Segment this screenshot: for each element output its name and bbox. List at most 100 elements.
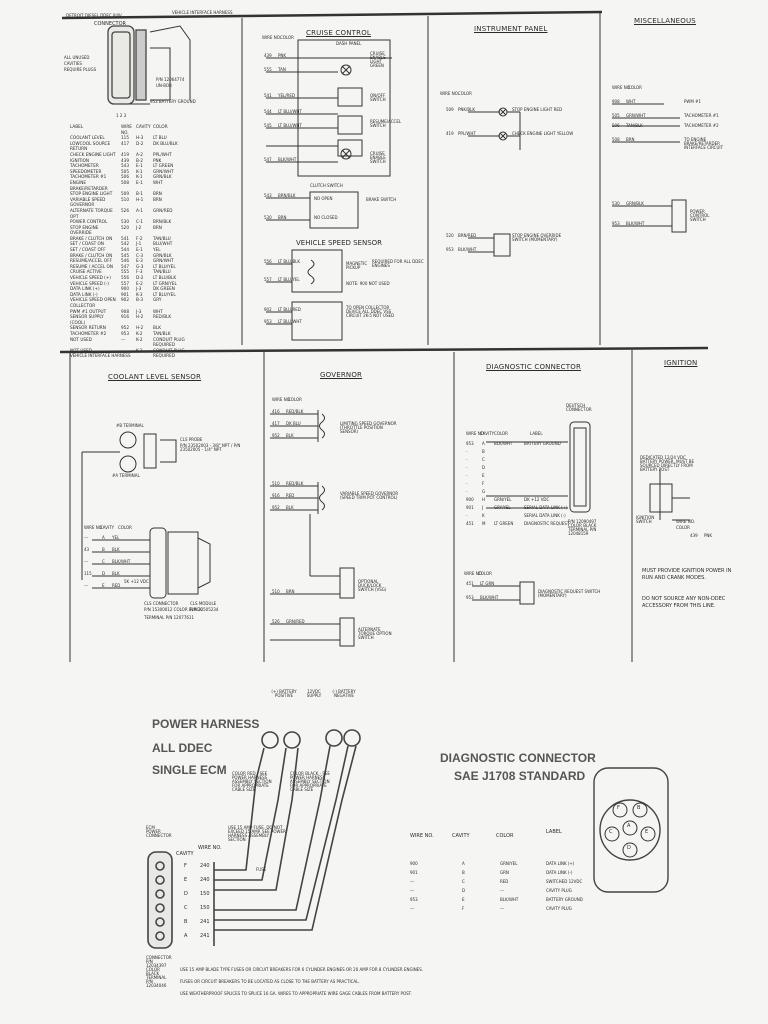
fuse-note: USE 15 AMP FUSE. DO NOT EXCEED 15 AMP. S… — [228, 825, 286, 842]
ph-row-cavity: A — [184, 933, 188, 939]
j1708-row-color: RED — [500, 879, 509, 884]
gov-col-wire: WIRE NO. — [272, 397, 291, 402]
row-cavity: F-2 — [136, 235, 143, 241]
j1708-col-wire: WIRE NO. — [410, 833, 434, 839]
j1708-title-2: SAE J1708 STANDARD — [454, 769, 586, 783]
gov-wire-color: RED/BLK — [286, 409, 304, 414]
row-cavity: E-3 — [136, 258, 143, 264]
row-cavity: J-2 — [136, 224, 142, 230]
cc-wire-no: 555 — [264, 67, 272, 72]
row-wire: 506 — [121, 174, 129, 180]
j1708-title-1: DIAGNOSTIC CONNECTOR — [440, 751, 596, 765]
row-label: NOT USED — [70, 336, 92, 342]
diag-row-cavity: G — [482, 489, 486, 494]
vss-wire-color: LT BLU/BLK — [278, 259, 301, 264]
gov-wire-no: 526 — [272, 619, 280, 624]
ph-row-cavity: D — [184, 891, 188, 897]
misc-col-wire: WIRE NO. — [612, 85, 631, 90]
ph-row-cavity: F — [184, 863, 187, 869]
gov-wire-no: 510 — [272, 481, 280, 486]
diag-row-cavity: D — [482, 465, 486, 470]
row-color: LT BLU/BLK — [153, 275, 177, 281]
diag-row-wire: 901 — [466, 505, 474, 510]
diag-col-header: WIRE NO. — [466, 431, 485, 436]
row-wire: 542 — [121, 241, 129, 247]
connector-code-1: P/N 12064774 — [156, 77, 185, 82]
j1708-pin-letter: C — [609, 829, 613, 835]
row-color: RED/BLK — [153, 314, 172, 320]
row-wire: 953 — [121, 330, 129, 336]
diag-row-cavity: A — [482, 441, 485, 446]
cls-wire-no: 115 — [84, 571, 92, 576]
row-cavity: B-1 — [136, 191, 144, 197]
cls-wire-cavity: D — [102, 571, 106, 576]
cc-switch-2: ON/OFF SWITCH — [370, 93, 386, 102]
ip-wire-no: 419 — [446, 131, 454, 136]
gov-sensor-1: LIMITING SPEED GOVERNOR (THROTTLE POSITI… — [340, 421, 397, 434]
row-label: NOT USED — [70, 347, 92, 353]
row-cavity: A-2 — [136, 151, 143, 157]
j1708-row-color: GRN — [500, 870, 509, 875]
diag-row-wire: 900 — [466, 497, 474, 502]
row-wire: 541 — [121, 235, 129, 241]
cls-connector-pn: P/N 15300012 COLOR BLACK — [144, 607, 203, 612]
j1708-row-wire: --- — [410, 888, 415, 893]
row-color: GRN/WHT — [153, 258, 174, 264]
row-label: SENSOR SUPPLY (COOL) — [70, 314, 104, 325]
row-cavity: H-2 — [136, 314, 144, 320]
misc-wire-no: 953 — [612, 221, 620, 226]
ip-wire-no: 509 — [446, 107, 454, 112]
row-cavity: K-2 — [136, 347, 143, 353]
diag-row-cavity: M — [482, 521, 486, 526]
connector-note-3: REQUIRE PLUGS — [64, 67, 97, 72]
gov-wire-color: BLK — [286, 505, 294, 510]
diag-row-label: SERIAL DATA LINK (+) — [524, 505, 568, 510]
cls-wire-color: BLK/WHT — [112, 559, 131, 564]
row-label: TACHOMETER #2 — [70, 330, 107, 336]
row-label: TACHOMETER #1 — [70, 174, 107, 180]
ign-col-color: COLOR — [676, 525, 690, 530]
cls-connector: CLS CONNECTOR — [144, 601, 179, 606]
cc-wire-no: 439 — [264, 53, 272, 58]
row-wire: 526 — [121, 207, 129, 213]
row-color: BLK — [153, 325, 161, 331]
j1708-row-cavity: A — [462, 861, 465, 866]
ph-row-cavity: B — [184, 919, 188, 925]
cls-terminal: TERMINAL P/N 12077611 — [144, 615, 194, 620]
gov-wire-color: DK BLU — [286, 421, 301, 426]
ip-wire-color: PPL/WHT — [458, 131, 476, 136]
row-cavity: E-1 — [136, 247, 143, 253]
row-cavity: E-2 — [136, 280, 143, 286]
ip-wire-color: BLK/WHT — [458, 247, 477, 252]
connector-label: CONNECTOR — [94, 21, 127, 27]
gov-wire-color: RED/BLK — [286, 481, 304, 486]
row-cavity: F-3 — [136, 269, 143, 275]
cc-switch-4: CRUISE ENABLE SWITCH — [370, 151, 386, 164]
row-color: BLU/WHT — [153, 241, 173, 247]
ph-row-wire: 150 — [200, 891, 210, 897]
connector-pin-numbers: 1 2 3 — [116, 113, 127, 118]
dash-panel-label: DASH PANEL — [336, 41, 362, 46]
ph-row-cavity: E — [184, 877, 188, 883]
ph-row-wire: 240 — [200, 877, 210, 883]
cls-wire-no: --- — [84, 583, 89, 588]
connector-code-2: UN-BOB — [156, 83, 172, 88]
ip-col-wire: WIRE NO. — [440, 91, 459, 96]
row-cavity: K-2 — [136, 330, 143, 336]
misc-wire-label: TACHOMETER #2 — [684, 123, 719, 128]
cruise-control-title: CRUISE CONTROL — [306, 29, 372, 37]
clutch-wire-color: BRN/BLK — [278, 193, 296, 198]
diag-row-cavity: F — [482, 481, 485, 486]
row-label: TACHOMETER — [70, 163, 99, 169]
row-wire: 544 — [121, 247, 129, 253]
